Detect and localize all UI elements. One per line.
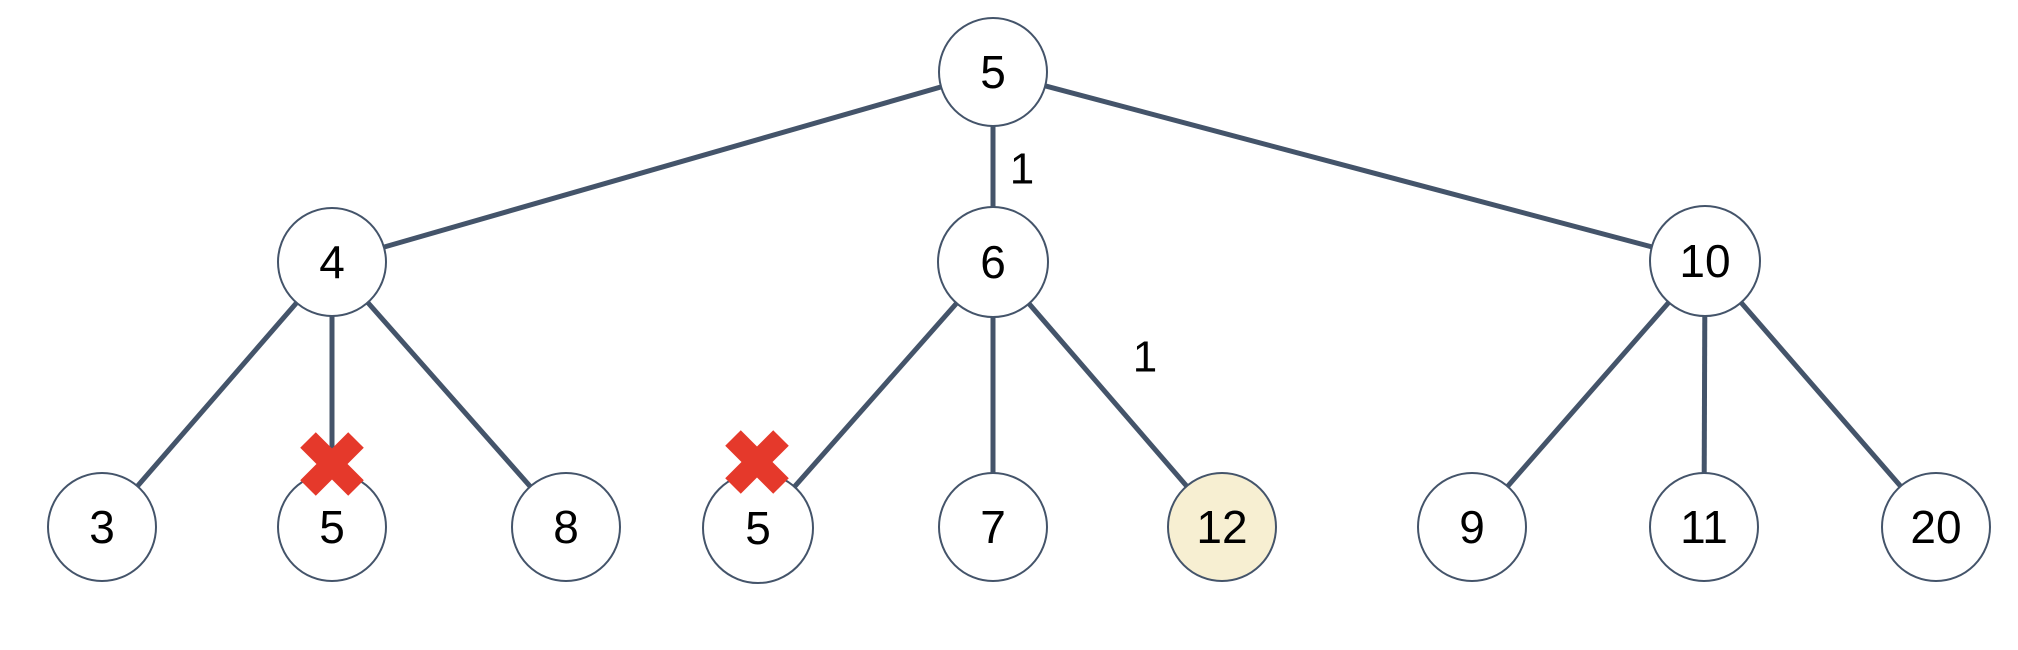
node-circle bbox=[938, 17, 1048, 127]
tree-edge-4-3 bbox=[100, 260, 334, 529]
tree-edge-5-4 bbox=[331, 69, 994, 265]
tree-node-6: 6 bbox=[937, 206, 1049, 318]
tree-edge-10-9 bbox=[1470, 259, 1707, 529]
node-value-label: 3 bbox=[89, 501, 115, 553]
node-circle bbox=[511, 472, 621, 582]
edge-weight-label: 1 bbox=[1010, 144, 1034, 193]
node-circle bbox=[938, 472, 1048, 582]
node-circle bbox=[1649, 205, 1761, 317]
tree-node-8: 8 bbox=[511, 472, 621, 582]
tree-node-11: 11 bbox=[1649, 472, 1759, 582]
node-circle bbox=[277, 207, 387, 317]
node-value-label: 6 bbox=[980, 236, 1006, 288]
node-value-label: 10 bbox=[1679, 235, 1730, 287]
node-circle bbox=[1417, 472, 1527, 582]
tree-edge-4-8 bbox=[330, 260, 568, 529]
tree-node-10: 10 bbox=[1649, 205, 1761, 317]
node-circle bbox=[1881, 472, 1991, 582]
tree-node-20: 20 bbox=[1881, 472, 1991, 582]
tree-node-5: 5 bbox=[938, 17, 1048, 127]
tree-edge-6-12 bbox=[991, 260, 1224, 529]
node-value-label: 5 bbox=[319, 501, 345, 553]
node-value-label: 11 bbox=[1680, 501, 1728, 553]
node-value-label: 9 bbox=[1459, 501, 1485, 553]
red-x-mark-icon bbox=[725, 430, 789, 494]
tree-node-3: 3 bbox=[47, 472, 157, 582]
node-value-label: 8 bbox=[553, 501, 579, 553]
node-value-label: 12 bbox=[1196, 501, 1247, 553]
node-circle bbox=[1167, 472, 1277, 582]
red-x-mark-icon bbox=[300, 432, 364, 496]
tree-node-9: 9 bbox=[1417, 472, 1527, 582]
node-value-label: 4 bbox=[319, 236, 345, 288]
node-circle bbox=[47, 472, 157, 582]
node-value-label: 5 bbox=[980, 46, 1006, 98]
node-value-label: 7 bbox=[980, 501, 1006, 553]
tree-edge-6-5 bbox=[756, 260, 995, 530]
tree-node-4: 4 bbox=[277, 207, 387, 317]
node-value-label: 5 bbox=[745, 502, 771, 554]
tree-node-5: 5 bbox=[702, 472, 814, 584]
edge-weight-label: 1 bbox=[1133, 332, 1157, 381]
node-circle bbox=[937, 206, 1049, 318]
tree-node-7: 7 bbox=[938, 472, 1048, 582]
tree-edge-5-10 bbox=[992, 69, 1706, 264]
node-value-label: 20 bbox=[1910, 501, 1961, 553]
tree-edge-10-20 bbox=[1703, 259, 1938, 529]
tree-node-12-highlighted: 12 bbox=[1167, 472, 1277, 582]
node-circle bbox=[1649, 472, 1759, 582]
tree-node-5: 5 bbox=[277, 472, 387, 582]
